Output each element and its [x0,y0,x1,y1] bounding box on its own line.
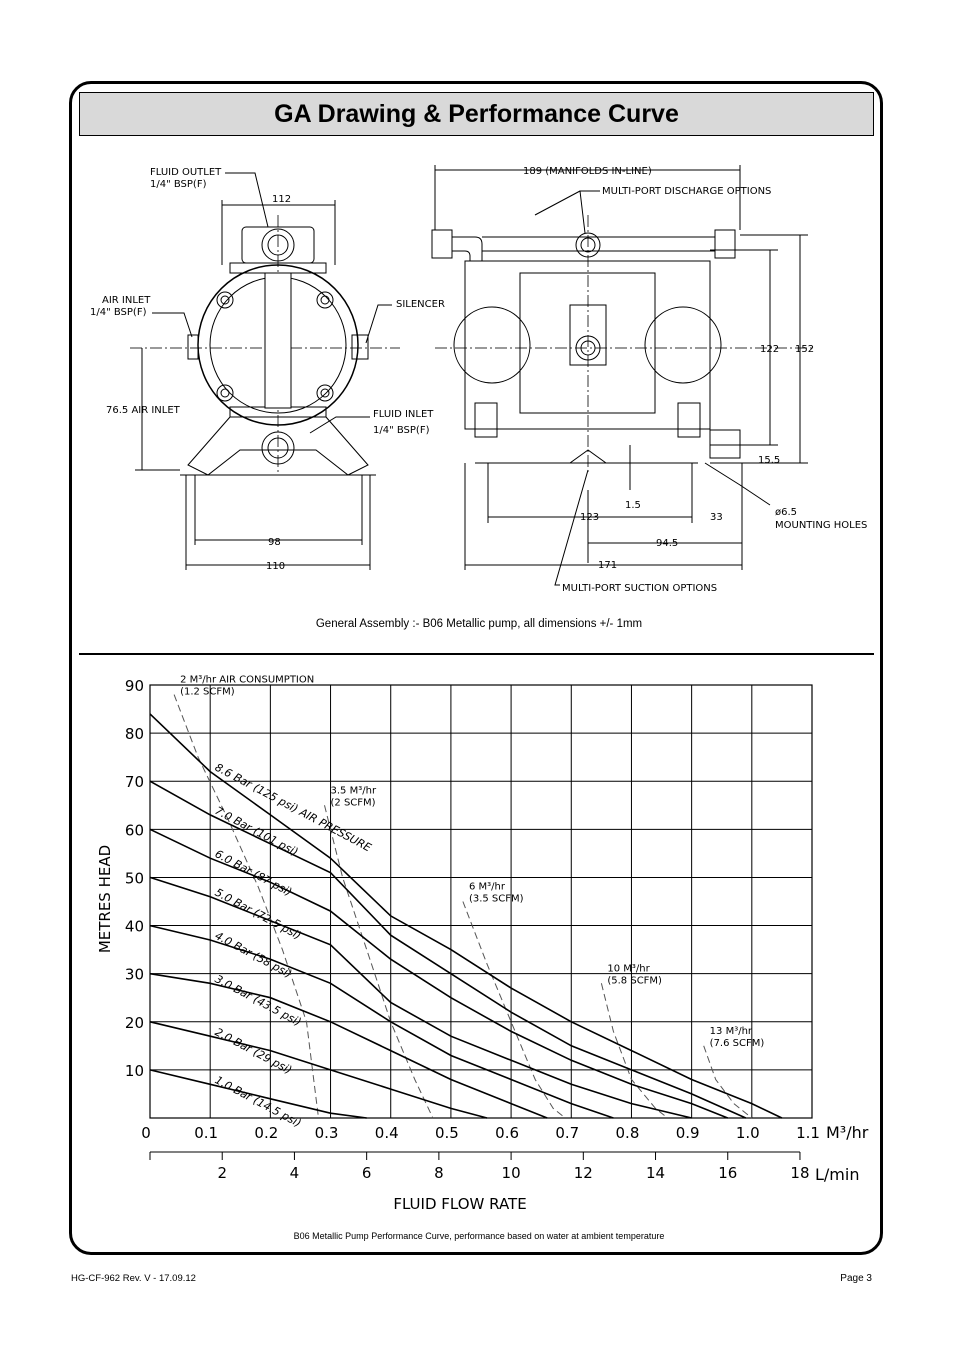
air-consumption-line [703,1045,753,1119]
label-fluid-outlet: FLUID OUTLET [150,167,222,178]
dim-98: 98 [268,537,281,548]
air-consumption-sublabel: (2 SCFM) [331,797,376,808]
y-tick-label: 40 [125,918,144,936]
pressure-curve [149,780,747,1119]
plot-frame [149,684,813,1119]
title-bar: GA Drawing & Performance Curve [79,92,874,136]
pressure-curve-label: 1.0 Bar (14.5 psi) [213,1073,304,1129]
x-tick-label-lmin: 4 [290,1164,300,1182]
x-tick-label-m3: 0.4 [375,1124,399,1142]
x-tick-label-m3: 0.7 [555,1124,579,1142]
x-unit-top: M³/hr [826,1123,869,1142]
x-tick-label-lmin: 6 [362,1164,372,1182]
x-tick-label-m3: 0.9 [676,1124,700,1142]
pressure-curve-label: 4.0 Bar (58 psi) [213,929,294,980]
x-tick-label-m3: 1.0 [736,1124,760,1142]
label-mounting-holes: MOUNTING HOLES [775,520,867,531]
label-fluid-outlet-size: 1/4" BSP(F) [150,179,207,190]
air-consumption-sublabel: (3.5 SCFM) [469,894,524,905]
chart-caption: B06 Metallic Pump Performance Curve, per… [293,1231,665,1241]
label-fluid-inlet: FLUID INLET [373,409,434,420]
x-tick-label-m3: 0.1 [194,1124,218,1142]
x-tick-label-m3: 0.6 [495,1124,519,1142]
label-mounting-holes-dia: ø6.5 [775,507,797,518]
x-tick-label-m3: 1.1 [796,1124,820,1142]
air-consumption-sublabel: (5.8 SCFM) [607,975,662,986]
pressure-curve [149,876,692,1119]
air-consumption-label: 6 M³/hr [469,882,506,893]
dim-110: 110 [266,561,285,572]
y-axis-label: METRES HEAD [96,845,114,953]
pressure-curve [149,713,783,1119]
x-tick-label-m3: 0.3 [315,1124,339,1142]
pressure-curve-label: 2.0 Bar (29 psi) [213,1025,294,1076]
dim-123: 123 [580,512,599,523]
performance-chart: 2 M³/hr AIR CONSUMPTION(1.2 SCFM) 3.5 M³/… [96,675,869,1213]
x-tick-label-m3: 0.5 [435,1124,459,1142]
y-tick-label: 50 [125,869,144,887]
pressure-curve [149,924,614,1119]
dim-1-5: 1.5 [625,500,641,511]
air-consumption-sublabel: (7.6 SCFM) [710,1038,765,1049]
x-tick-label-lmin: 10 [502,1164,521,1182]
y-tick-label: 30 [125,966,144,984]
dim-15-5: 15.5 [758,455,780,466]
x-axis-label: FLUID FLOW RATE [393,1195,526,1213]
y-tick-label: 70 [125,773,144,791]
x-tick-label-lmin: 8 [434,1164,444,1182]
y-tick-label: 60 [125,821,144,839]
page-frame [69,81,883,1255]
drawing-caption: General Assembly :- B06 Metallic pump, a… [315,618,643,630]
label-silencer: SILENCER [396,299,445,310]
x-tick-label-lmin: 12 [574,1164,593,1182]
air-consumption-label: 3.5 M³/hr [331,785,377,796]
air-consumption-line [173,694,319,1119]
pressure-curve [149,828,728,1119]
x-tick-label-m3: 0.2 [254,1124,278,1142]
page-title: GA Drawing & Performance Curve [274,99,679,128]
label-air-inlet-size: 1/4" BSP(F) [90,307,147,318]
y-tick-label: 10 [125,1062,144,1080]
section-divider [79,653,874,655]
pressure-curve-label: 3.0 Bar (43.5 psi) [213,972,304,1028]
doc-reference: HG-CF-962 Rev. V - 17.09.12 [71,1273,196,1284]
pressure-curve [149,1021,488,1119]
x-tick-label-lmin: 14 [646,1164,665,1182]
dim-171: 171 [598,560,617,571]
y-tick-label: 80 [125,725,144,743]
x-tick-label-lmin: 16 [718,1164,737,1182]
y-tick-label: 90 [125,677,144,695]
dim-122: 122 [760,344,779,355]
pressure-curve [149,972,548,1119]
label-manifolds: 189 (MANIFOLDS IN-LINE) [523,166,652,177]
x-unit-bottom: L/min [815,1165,859,1184]
x-tick-label-lmin: 18 [790,1164,809,1182]
page-number: Page 3 [840,1273,872,1284]
label-suction-options: MULTI-PORT SUCTION OPTIONS [562,583,717,594]
air-consumption-line [324,805,434,1119]
dim-94-5: 94.5 [656,538,678,549]
air-consumption-line [600,983,668,1119]
dim-112: 112 [272,194,291,205]
dim-152: 152 [795,344,814,355]
x-tick-label-m3: 0 [141,1124,151,1142]
label-discharge-options: MULTI-PORT DISCHARGE OPTIONS [602,186,771,197]
air-consumption-line [462,901,566,1119]
label-fluid-inlet-size: 1/4" BSP(F) [373,425,430,436]
x-tick-label-m3: 0.8 [616,1124,640,1142]
air-consumption-label: 13 M³/hr [710,1026,753,1037]
label-air-inlet: AIR INLET [102,295,151,306]
ga-drawing: FLUID OUTLET 1/4" BSP(F) 112 AIR INLET 1… [90,165,867,594]
dim-33: 33 [710,512,723,523]
air-consumption-label: 10 M³/hr [607,963,650,974]
y-tick-label: 20 [125,1014,144,1032]
air-consumption-label: 2 M³/hr AIR CONSUMPTION [180,675,314,686]
pressure-curve [149,1069,367,1119]
air-consumption-sublabel: (1.2 SCFM) [180,687,235,698]
label-air-inlet-height: 76.5 AIR INLET [106,405,181,416]
x-tick-label-lmin: 2 [217,1164,227,1182]
